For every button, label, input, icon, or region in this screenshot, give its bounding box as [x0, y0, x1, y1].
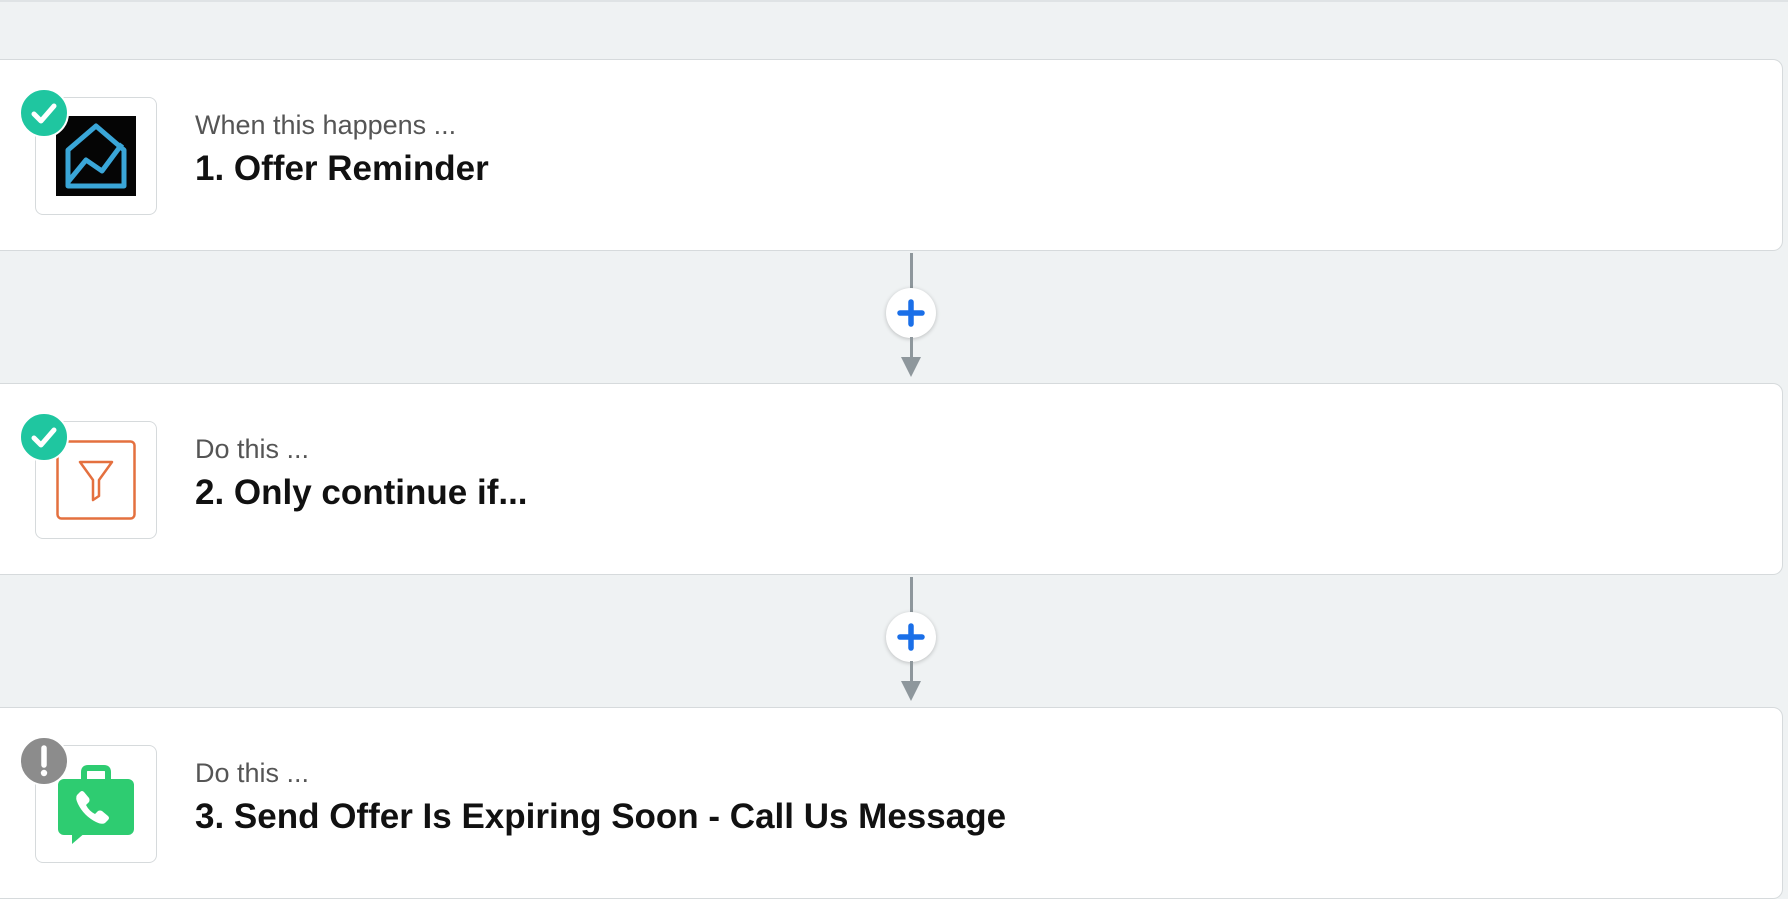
step-card-2[interactable]: Do this ... 2. Only continue if...	[0, 383, 1783, 575]
step-1-app-icon-box	[35, 97, 157, 215]
step-2-app-icon-box	[35, 421, 157, 539]
step-1-title: 1. Offer Reminder	[195, 149, 489, 188]
chart-envelope-icon	[56, 116, 136, 196]
step-3-app-icon-box	[35, 745, 157, 863]
step-card-1[interactable]: When this happens ... 1. Offer Reminder	[0, 59, 1783, 251]
step-card-3[interactable]: Do this ... 3. Send Offer Is Expiring So…	[0, 707, 1783, 899]
plus-icon	[897, 299, 925, 327]
top-divider	[0, 0, 1788, 2]
complete-check-icon	[19, 412, 69, 462]
complete-check-icon	[19, 88, 69, 138]
step-3-title: 3. Send Offer Is Expiring Soon - Call Us…	[195, 797, 1007, 836]
step-connector-2	[880, 577, 942, 707]
add-step-button-1[interactable]	[886, 288, 936, 338]
arrow-down-icon	[901, 357, 921, 377]
phone-briefcase-icon	[56, 764, 136, 844]
step-2-label: Do this ...	[195, 434, 310, 464]
arrow-down-icon	[901, 681, 921, 701]
filter-icon	[56, 440, 136, 520]
add-step-button-2[interactable]	[886, 612, 936, 662]
step-connector-1	[880, 253, 942, 383]
step-1-label: When this happens ...	[195, 110, 457, 140]
warning-alert-icon	[19, 736, 69, 786]
plus-icon	[897, 623, 925, 651]
step-3-label: Do this ...	[195, 758, 310, 788]
step-2-title: 2. Only continue if...	[195, 473, 528, 512]
